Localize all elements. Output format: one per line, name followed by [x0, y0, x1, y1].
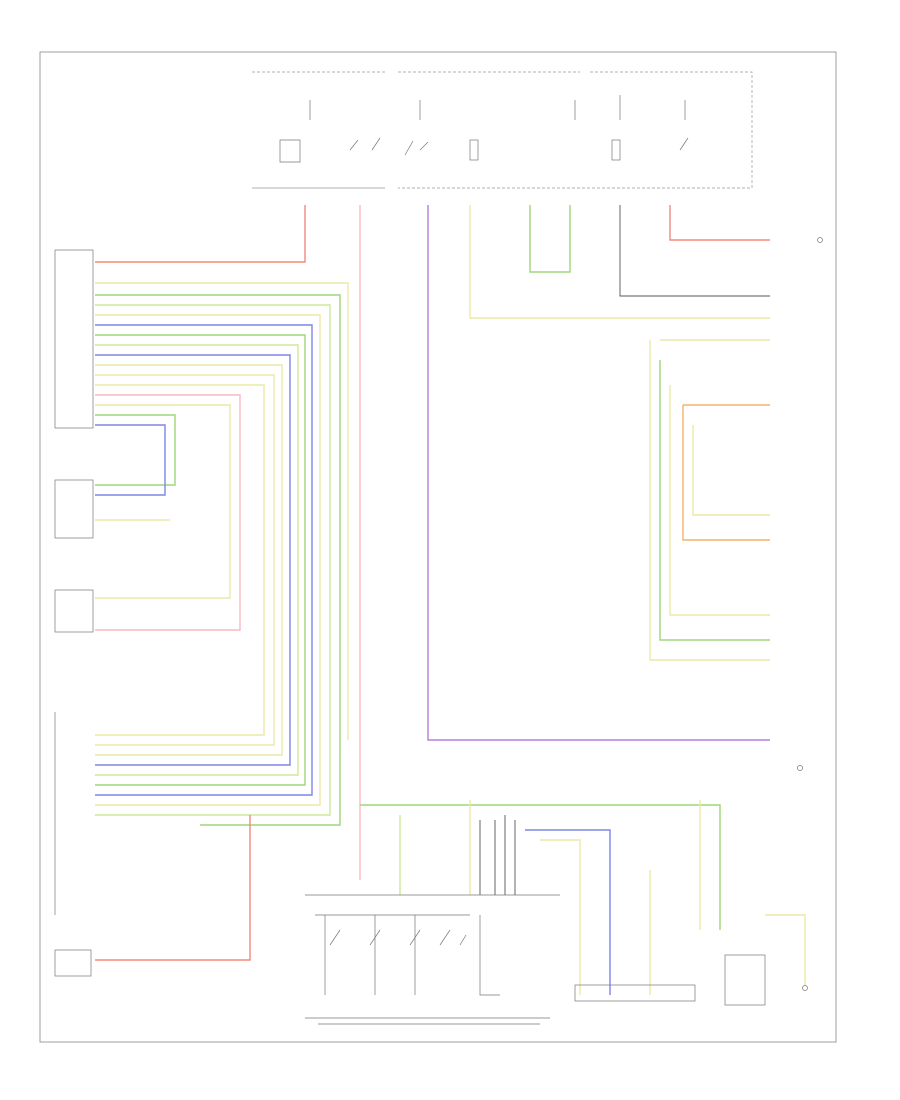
connector-icon — [724, 914, 806, 1006]
diagram-border — [39, 51, 837, 1043]
fuse-icon — [469, 139, 621, 161]
switch-icon — [279, 95, 689, 163]
bottom-switches — [305, 237, 823, 1025]
wire-harness — [95, 205, 770, 961]
module-connector — [54, 249, 94, 977]
fuse-box — [252, 71, 753, 189]
